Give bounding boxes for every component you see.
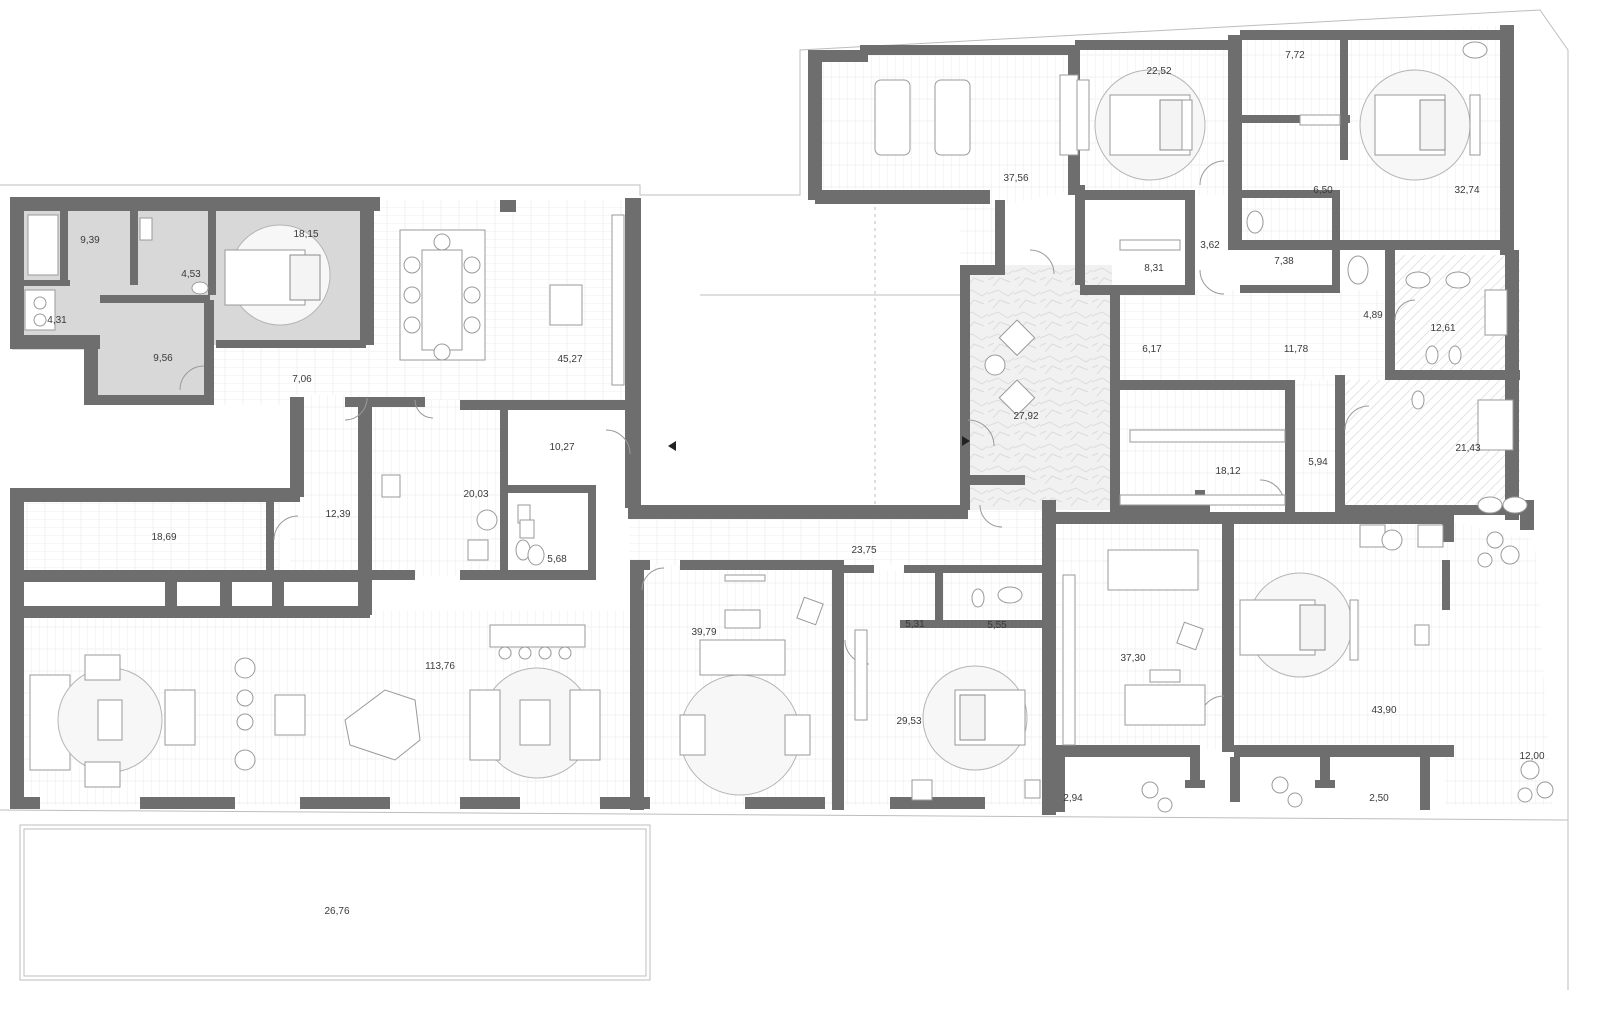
furniture [24,41,1554,813]
room-area-label: 12,39 [325,509,350,520]
entrance-floor [962,265,1112,510]
room-area-label: 5,31 [905,619,925,630]
room-area-label: 43,90 [1371,705,1396,716]
room-area-label: 39,79 [691,627,716,638]
wardrobe-floor [20,495,280,575]
walls [10,25,1534,815]
room-area-label: 2,50 [1369,793,1389,804]
terrace-south-floor [20,825,650,980]
floors [12,25,1552,980]
room-area-label: 2,94 [1063,793,1083,804]
room-area-label: 4,31 [47,315,67,326]
room-area-label: 5,68 [547,554,567,565]
room-area-label: 22,52 [1146,66,1171,77]
room-area-label: 18,69 [151,532,176,543]
terrace-east-floor [1445,520,1552,805]
room-area-label: 4,89 [1363,310,1383,321]
room-area-label: 7,72 [1285,50,1305,61]
entry-arrow-left-icon [668,441,676,451]
room-area-label: 10,27 [549,442,574,453]
room-area-label: 12,61 [1430,323,1455,334]
outlines [0,9,1569,990]
entry-arrow-right-icon [962,436,970,446]
room-area-label: 45,27 [557,354,582,365]
room-area-label: 8,31 [1144,263,1164,274]
room-area-label: 21,43 [1455,443,1480,454]
room-area-label: 11,78 [1284,344,1309,355]
room-area-label: 37,56 [1003,173,1028,184]
room-area-label: 27,92 [1013,411,1038,422]
room-area-label: 9,39 [80,235,100,246]
room-area-label: 18,15 [293,229,318,240]
room-area-label: 29,53 [896,716,921,727]
room-area-label: 37,30 [1120,653,1145,664]
room-area-label: 9,56 [153,353,173,364]
room-area-label: 113,76 [425,661,455,672]
room-area-label: 5,94 [1308,457,1328,468]
room-area-label: 5,55 [987,620,1007,631]
room-area-label: 3,62 [1200,240,1220,251]
room-area-label: 26,76 [324,906,349,917]
room-area-label: 6,17 [1142,344,1162,355]
room-area-label: 18,12 [1215,466,1240,477]
room-area-label: 4,53 [181,269,201,280]
service-zone-floor-lower [96,300,216,400]
room-area-label: 23,75 [851,545,876,556]
room-area-label: 20,03 [463,489,488,500]
room-area-label: 6,50 [1313,185,1333,196]
room-area-label: 32,74 [1454,185,1479,196]
room-labels: 9,39 4,53 18,15 4,31 9,56 7,06 45,27 10,… [47,50,1545,917]
hall-north-floor [1110,290,1390,385]
room-area-label: 7,06 [292,374,312,385]
wardrobe-18-floor [1110,385,1290,510]
room-area-label: 12,00 [1519,751,1544,762]
room-area-label: 7,38 [1274,256,1294,267]
